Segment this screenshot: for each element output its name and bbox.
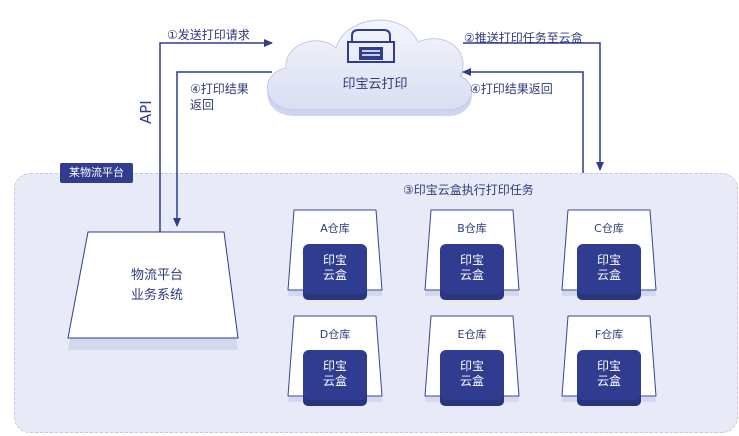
api-label: API xyxy=(137,100,155,124)
step4-right-label: ④打印结果返回 xyxy=(470,82,553,96)
cloud-box xyxy=(577,244,641,294)
arrow-result-to-cloud xyxy=(462,68,584,173)
business-system-line2: 业务系统 xyxy=(130,288,183,303)
step1-label: ①发送打印请求 xyxy=(167,28,250,42)
step4-left-label-line1: ④打印结果 xyxy=(190,82,249,96)
platform-tag: 某物流平台 xyxy=(60,163,133,183)
warehouse-3 xyxy=(561,209,657,300)
arrow-push-task xyxy=(463,42,604,171)
warehouse-1 xyxy=(287,209,383,300)
step2-label: ②推送打印任务至云盒 xyxy=(464,31,583,45)
warehouse-name: F仓库 xyxy=(594,328,624,341)
warehouse-name: A仓库 xyxy=(320,222,350,235)
warehouse-name: D仓库 xyxy=(319,328,351,341)
warehouse-name: C仓库 xyxy=(594,222,624,235)
printer-icon xyxy=(347,29,395,63)
cloud-box-label: 印宝云盒 xyxy=(322,359,347,388)
cloud-box-label: 印宝云盒 xyxy=(459,253,484,282)
step3-label: ③印宝云盒执行打印任务 xyxy=(403,183,534,197)
warehouse-6 xyxy=(561,315,657,406)
business-system-card xyxy=(67,231,239,350)
cloud-title: 印宝云打印 xyxy=(342,77,408,92)
warehouse-name: B仓库 xyxy=(457,222,487,235)
cloud-box xyxy=(577,350,641,400)
cloud-print-service xyxy=(267,19,472,117)
warehouse-5 xyxy=(424,315,520,406)
warehouse-4 xyxy=(287,315,383,406)
cloud-box-label: 印宝云盒 xyxy=(322,253,347,282)
warehouse-group xyxy=(287,209,657,406)
warehouse-2 xyxy=(424,209,520,300)
cloud-box-label: 印宝云盒 xyxy=(596,253,621,282)
business-system-line1: 物流平台 xyxy=(130,268,183,283)
step4-left-label-line2: 返回 xyxy=(190,98,215,112)
cloud-box xyxy=(440,350,504,400)
arrow-result-to-system xyxy=(173,71,272,227)
warehouse-name: E仓库 xyxy=(457,328,487,341)
cloud-box xyxy=(440,244,504,294)
cloud-box xyxy=(303,350,367,400)
cloud-box xyxy=(303,244,367,294)
cloud-box-label: 印宝云盒 xyxy=(459,359,484,388)
arrow-send-request xyxy=(159,39,273,232)
cloud-box-label: 印宝云盒 xyxy=(596,359,621,388)
